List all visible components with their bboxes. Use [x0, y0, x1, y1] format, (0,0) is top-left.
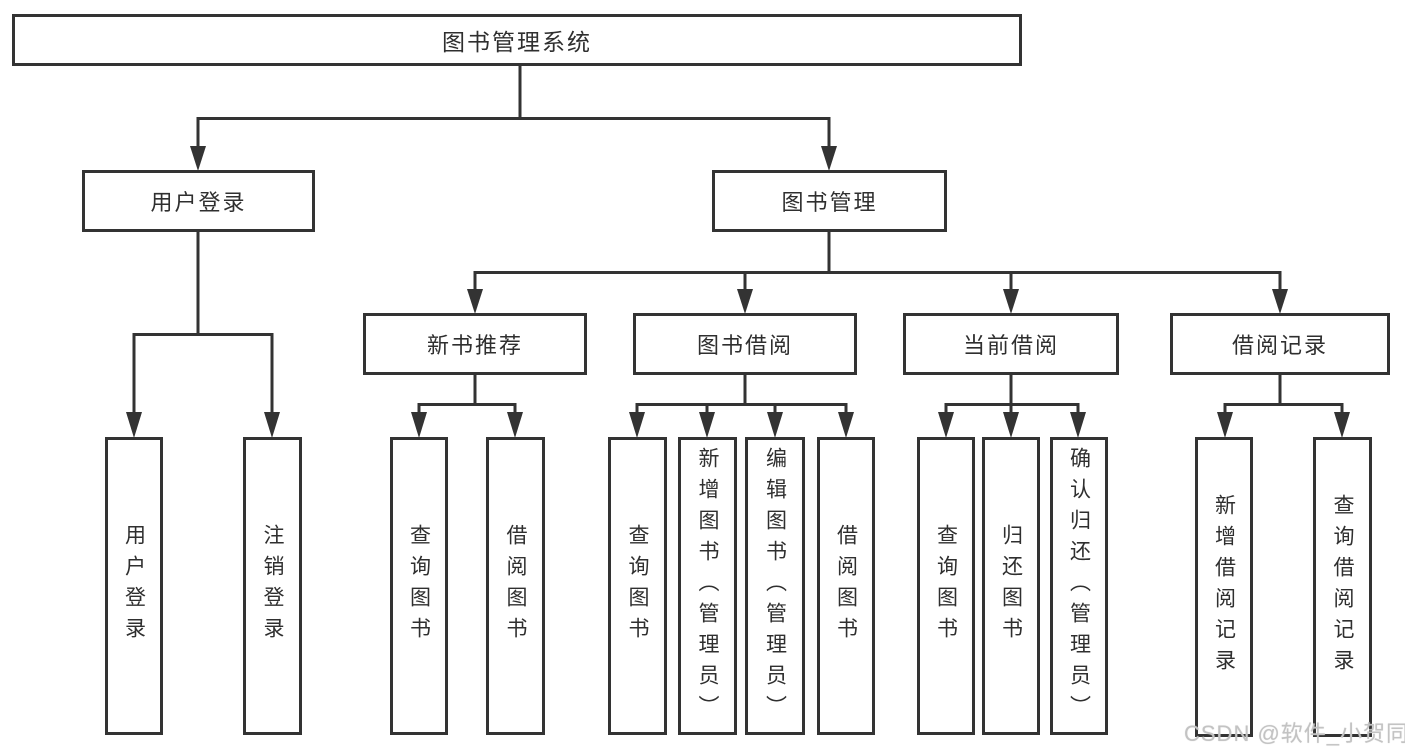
node-label: 新书推荐 [426, 333, 523, 358]
connector-book-borrow [629, 375, 854, 438]
leaf-label: 借阅图书 [834, 524, 858, 648]
node-book-borrow: 图书借阅 [633, 313, 857, 375]
leaf-label: 借阅图书 [504, 524, 527, 648]
node-label: 图书管理 [781, 190, 878, 215]
leaf-label: 新增图书（管理员） [696, 446, 719, 726]
node-current-borrow: 当前借阅 [903, 313, 1119, 375]
leaf-edit-book-admin: 编辑图书（管理员） [745, 437, 805, 735]
connector-root [190, 66, 837, 171]
node-label: 当前借阅 [962, 333, 1059, 358]
leaf-label: 查询图书 [626, 524, 649, 648]
connector-book-management [467, 232, 1288, 314]
leaf-add-borrow-record: 新增借阅记录 [1195, 437, 1253, 737]
leaf-borrow-book-2: 借阅图书 [817, 437, 875, 735]
node-label: 图书管理系统 [442, 29, 592, 55]
leaf-query-borrow-record: 查询借阅记录 [1313, 437, 1372, 737]
node-new-book-recommend: 新书推荐 [363, 313, 587, 375]
leaf-logout: 注销登录 [243, 437, 302, 735]
node-label: 借阅记录 [1231, 333, 1328, 358]
csdn-watermark: CSDN @软件_小贺同学 [1184, 721, 1405, 746]
leaf-confirm-return-admin: 确认归还（管理员） [1050, 437, 1108, 735]
leaf-query-book-3: 查询图书 [917, 437, 975, 735]
leaf-label: 用户登录 [122, 524, 146, 648]
connector-user-login [126, 232, 280, 438]
leaf-query-book-2: 查询图书 [608, 437, 667, 735]
leaf-label: 新增借阅记录 [1212, 494, 1236, 680]
leaf-label: 查询借阅记录 [1331, 494, 1354, 680]
leaf-query-book-1: 查询图书 [390, 437, 448, 735]
node-label: 用户登录 [150, 190, 247, 215]
node-library-management-system: 图书管理系统 [12, 14, 1022, 66]
connector-borrow-record [1217, 375, 1350, 438]
leaf-label: 注销登录 [261, 524, 284, 648]
node-user-login: 用户登录 [82, 170, 315, 232]
leaf-user-login: 用户登录 [105, 437, 163, 735]
leaf-label: 查询图书 [934, 524, 958, 648]
leaf-add-book-admin: 新增图书（管理员） [678, 437, 737, 735]
leaf-borrow-book-1: 借阅图书 [486, 437, 545, 735]
leaf-label: 编辑图书（管理员） [763, 446, 787, 726]
connector-current-borrow [938, 375, 1086, 438]
node-label: 图书借阅 [696, 333, 793, 358]
leaf-label: 查询图书 [407, 524, 431, 648]
leaf-return-book: 归还图书 [982, 437, 1040, 735]
leaf-label: 归还图书 [999, 524, 1023, 648]
node-book-management: 图书管理 [712, 170, 947, 232]
node-borrow-record: 借阅记录 [1170, 313, 1390, 375]
leaf-label: 确认归还（管理员） [1067, 446, 1091, 726]
connector-new-book [411, 375, 523, 438]
